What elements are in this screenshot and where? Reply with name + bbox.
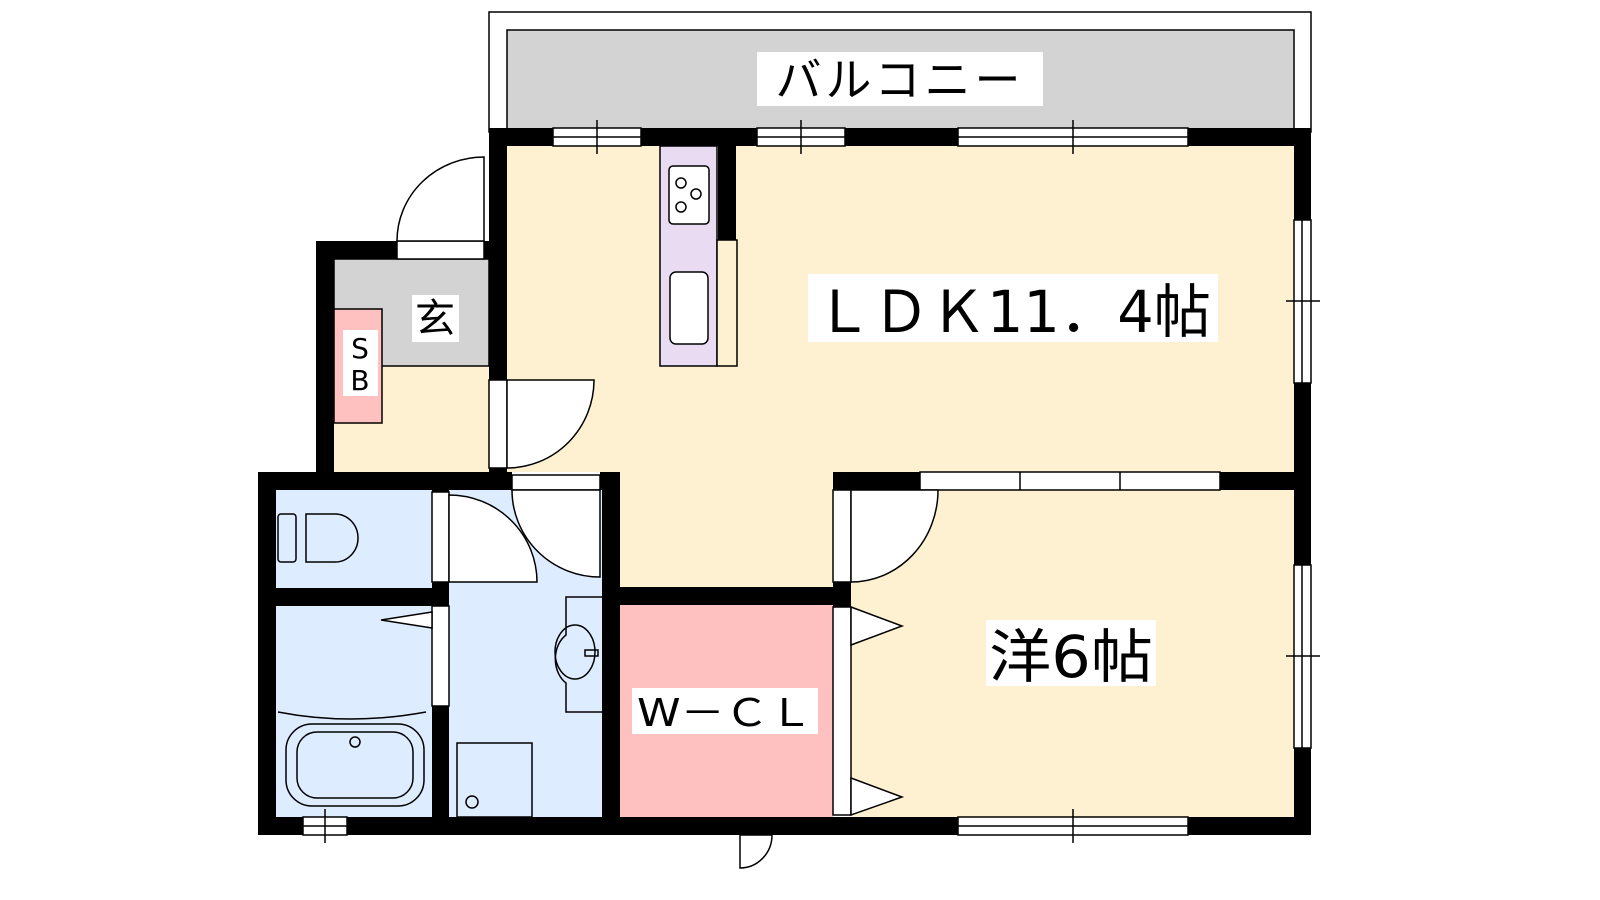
shoe-box-label-b: B — [350, 364, 369, 397]
toilet-icon — [277, 513, 359, 563]
washing-machine-icon — [456, 742, 533, 818]
bathtub-icon — [277, 711, 427, 807]
kitchen-counter — [659, 145, 738, 367]
balcony — [488, 11, 1312, 133]
stove-burner-icon — [675, 177, 687, 189]
shoe-box-label-s: S — [351, 332, 369, 365]
sink-icon — [669, 271, 709, 345]
doors — [380, 156, 939, 869]
balcony-label: バルコニー — [775, 53, 1024, 107]
toilet-room — [276, 490, 432, 588]
washbasin-icon — [554, 596, 602, 713]
ldk-room-lower — [620, 472, 833, 587]
entrance-door — [396, 240, 485, 260]
ldk-label: ＬＤＫ11．4帖 — [815, 278, 1211, 346]
bathroom — [276, 606, 432, 817]
western-room-label: 洋6帖 — [989, 623, 1153, 691]
entrance-label: 玄 — [415, 296, 455, 342]
windows — [302, 120, 1320, 843]
walk-in-closet-label: W－ＣＬ — [637, 691, 813, 735]
